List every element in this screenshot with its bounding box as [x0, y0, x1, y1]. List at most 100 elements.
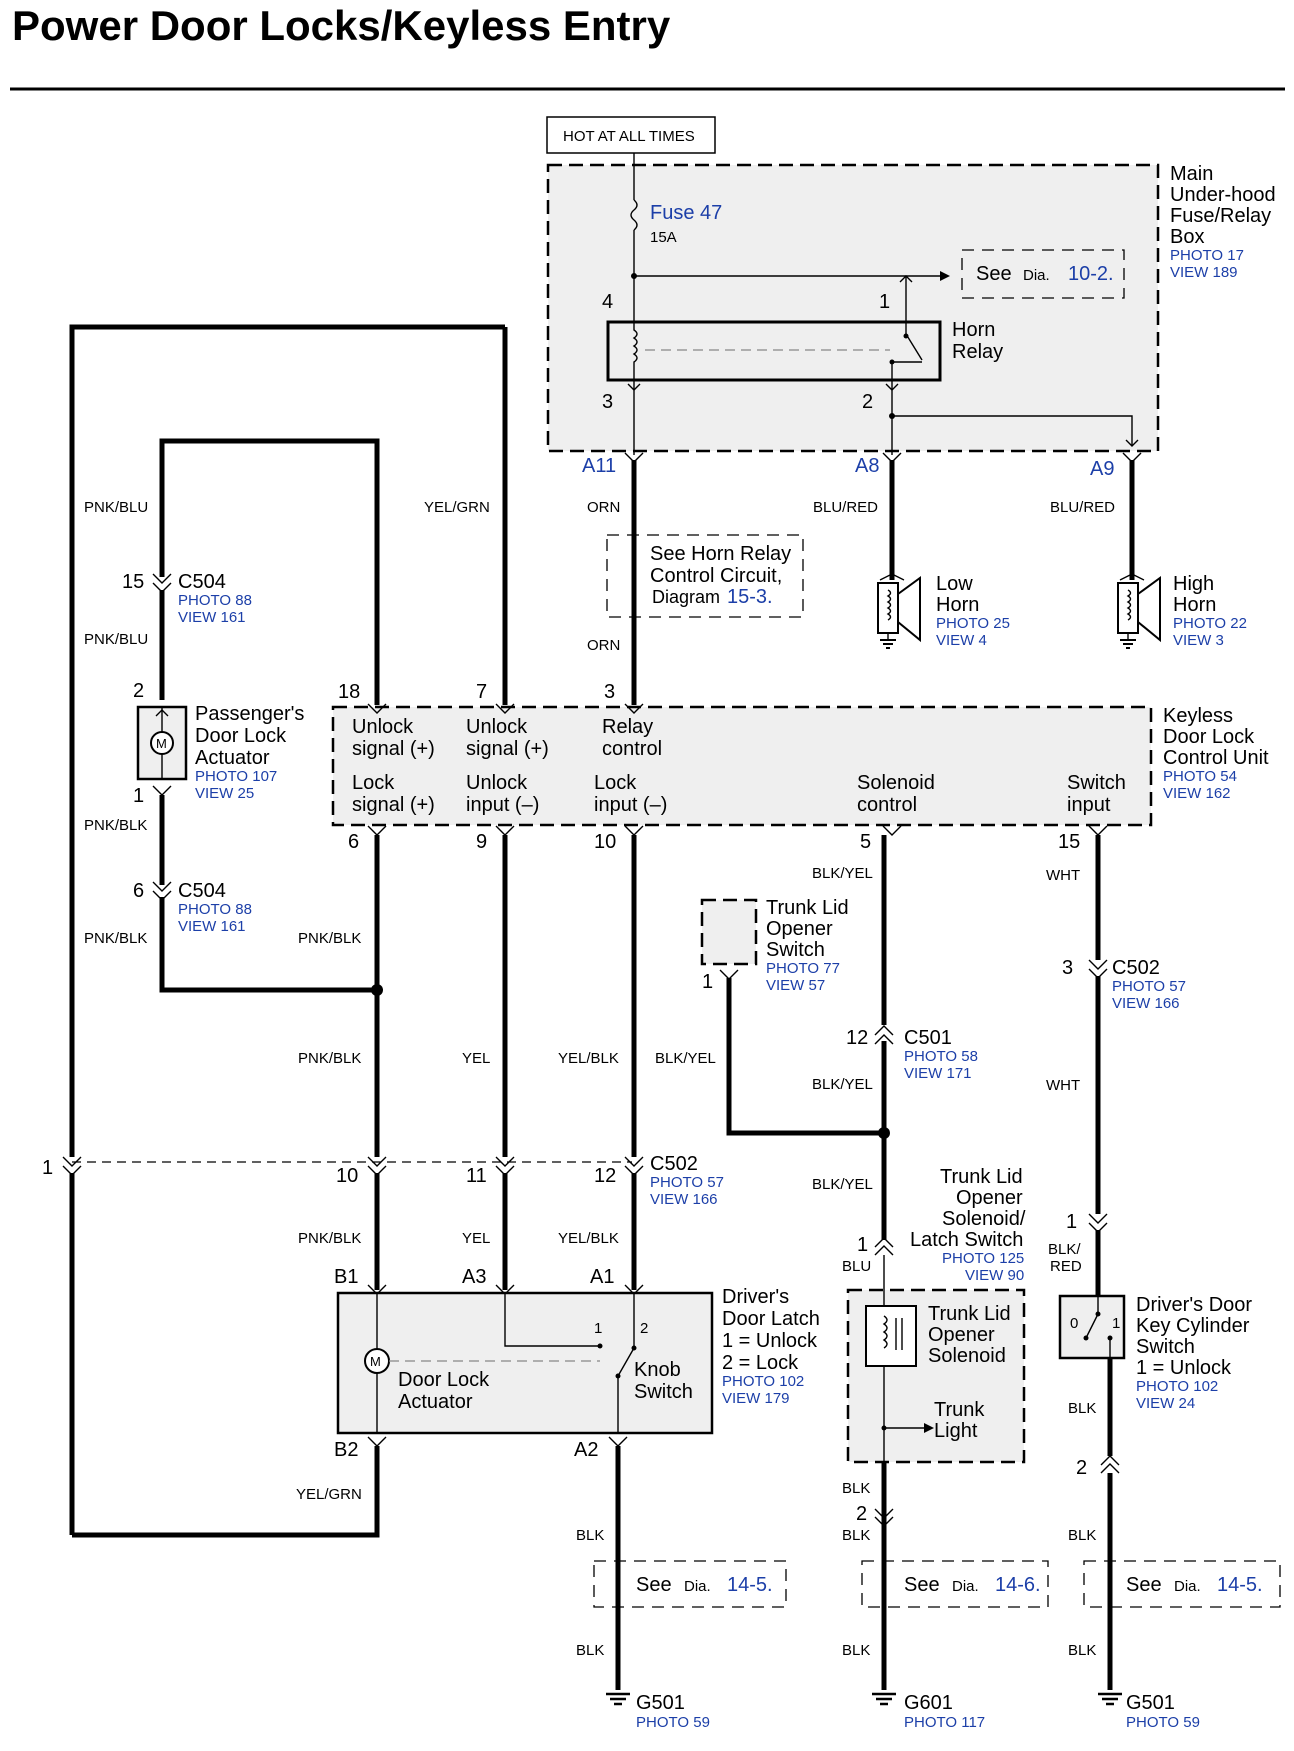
term-a11: A11	[582, 455, 616, 477]
c502-label-1: C502	[650, 1153, 698, 1175]
c501-label: C501	[904, 1027, 952, 1049]
kcu-pin-3: 3	[604, 681, 615, 703]
see-14-6-see: See	[904, 1574, 940, 1596]
low-horn-view: VIEW 4	[936, 632, 987, 649]
horn-relay-label-2: Relay	[952, 341, 1003, 363]
trunk-latch-label-2: Opener	[956, 1187, 1023, 1209]
trunk-latch-label-3: Solenoid/	[942, 1208, 1026, 1230]
driver-motor-icon: M	[370, 1354, 381, 1369]
high-horn	[1117, 573, 1161, 649]
c501-photo: PHOTO 58	[904, 1048, 978, 1065]
c501-view: VIEW 171	[904, 1065, 972, 1082]
trunk-latch-label-4: Latch Switch	[910, 1229, 1023, 1251]
wire-yel-1: YEL	[462, 1050, 490, 1067]
trunk-latch-view: VIEW 90	[965, 1267, 1024, 1284]
see-14-6-dia: Dia.	[952, 1578, 979, 1595]
c502-pin-11: 11	[466, 1165, 487, 1187]
latch-pin-b2: B2	[334, 1439, 358, 1461]
c504-photo-2: PHOTO 88	[178, 901, 252, 918]
wire-blu-red-2: BLU/RED	[1050, 499, 1115, 516]
hot-label: HOT AT ALL TIMES	[563, 128, 695, 145]
wire-pnk-blk-5: PNK/BLK	[298, 1230, 361, 1247]
wire-pnk-blk-4: PNK/BLK	[298, 1050, 361, 1067]
trunk-latch-pin-1: 1	[857, 1234, 868, 1256]
wire-blk-yel-4: BLK/YEL	[812, 1176, 873, 1193]
see-14-5b-see: See	[1126, 1574, 1162, 1596]
wire-orn-2: ORN	[587, 637, 620, 654]
fusebox-label-4: Box	[1170, 226, 1204, 248]
pass-act-pin-1: 1	[133, 785, 144, 807]
wire-blu: BLU	[842, 1258, 871, 1275]
fusebox-photo: PHOTO 17	[1170, 247, 1244, 264]
see-14-5a-link[interactable]: 14-5.	[727, 1574, 773, 1596]
wire-blk-1: BLK	[576, 1527, 604, 1544]
kcu-pin-15: 15	[1058, 831, 1080, 853]
wire-blk-4: BLK	[842, 1527, 870, 1544]
kcu-pin-5: 5	[860, 831, 871, 853]
kcu-sol-1: Solenoid	[857, 772, 935, 794]
pass-act-label-3: Actuator	[195, 747, 270, 769]
horn-relay-label-1: Horn	[952, 319, 995, 341]
c504-view-1: VIEW 161	[178, 609, 246, 626]
wire-pnk-blk-1: PNK/BLK	[84, 817, 147, 834]
wire-pnk-blk-3: PNK/BLK	[298, 930, 361, 947]
trunk-sol-label-5: Light	[934, 1420, 978, 1442]
kcu-sol-2: control	[857, 794, 917, 816]
trunk-latch-photo: PHOTO 125	[942, 1250, 1024, 1267]
fuse-rating: 15A	[650, 229, 677, 246]
wire-blk-red-2: RED	[1050, 1258, 1082, 1275]
c502-pin-1: 1	[1066, 1211, 1077, 1233]
c504-label-1: C504	[178, 571, 226, 593]
kcu-pin-7: 7	[476, 681, 487, 703]
term-a9: A9	[1090, 458, 1114, 480]
latch-label-3: 1 = Unlock	[722, 1330, 818, 1352]
low-horn	[877, 573, 921, 649]
horn-circuit-link[interactable]: 15-3.	[727, 586, 773, 608]
c504-pin-6: 6	[133, 880, 144, 902]
c502-pin-3: 3	[1062, 957, 1073, 979]
kcu-pin-18: 18	[338, 681, 360, 703]
trunk-sw-label-1: Trunk Lid	[766, 897, 849, 919]
fusebox-label-3: Fuse/Relay	[1170, 205, 1271, 227]
fusebox-view: VIEW 189	[1170, 264, 1238, 281]
wire-yel-blk-1: YEL/BLK	[558, 1050, 619, 1067]
see-10-2-link[interactable]: 10-2.	[1068, 263, 1114, 285]
page-title: Power Door Locks/Keyless Entry	[12, 2, 671, 49]
high-horn-label-1: High	[1173, 573, 1214, 595]
g501b-photo: PHOTO 59	[1126, 1714, 1200, 1731]
ground-icon-g501a	[606, 1692, 630, 1706]
c502-photo-2: PHOTO 57	[1112, 978, 1186, 995]
latch-pin-b1: B1	[334, 1266, 358, 1288]
latch-photo: PHOTO 102	[722, 1373, 804, 1390]
kcu-photo: PHOTO 54	[1163, 768, 1237, 785]
trunk-sw-pin-1: 1	[702, 971, 713, 993]
high-horn-view: VIEW 3	[1173, 632, 1224, 649]
see-14-5a-dia: Dia.	[684, 1578, 711, 1595]
term-a8: A8	[855, 455, 879, 477]
kcu-sw-2: input	[1067, 794, 1111, 816]
see-14-5a-see: See	[636, 1574, 672, 1596]
ground-icon-g501b	[1098, 1692, 1122, 1706]
kcu-unlock-sig2-1: Unlock	[466, 716, 528, 738]
trunk-latch-label-1: Trunk Lid	[940, 1166, 1023, 1188]
see-14-5b-link[interactable]: 14-5.	[1217, 1574, 1263, 1596]
kcu-label-1: Keyless	[1163, 705, 1233, 727]
g501a-label: G501	[636, 1692, 685, 1714]
horn-relay	[606, 320, 942, 382]
pass-act-pin-2: 2	[133, 680, 144, 702]
horn-circuit-l1: See Horn Relay	[650, 543, 791, 565]
fuse-47: Fuse 47	[650, 202, 722, 224]
wire-blk-yel-1: BLK/YEL	[655, 1050, 716, 1067]
wire-blk-8: BLK	[1068, 1642, 1096, 1659]
low-horn-label-2: Horn	[936, 594, 979, 616]
pass-act-photo: PHOTO 107	[195, 768, 277, 785]
latch-view: VIEW 179	[722, 1390, 790, 1407]
kcu-lock-in-2: input (–)	[594, 794, 667, 816]
see-14-5b-dia: Dia.	[1174, 1578, 1201, 1595]
see-14-6-link[interactable]: 14-6.	[995, 1574, 1041, 1596]
key-cyl-pin-2: 2	[1076, 1457, 1087, 1479]
wire-wht-1: WHT	[1046, 867, 1080, 884]
kcu-unlock-sig-2: signal (+)	[352, 738, 435, 760]
c502-label-2: C502	[1112, 957, 1160, 979]
wire-pnk-blk-2: PNK/BLK	[84, 930, 147, 947]
